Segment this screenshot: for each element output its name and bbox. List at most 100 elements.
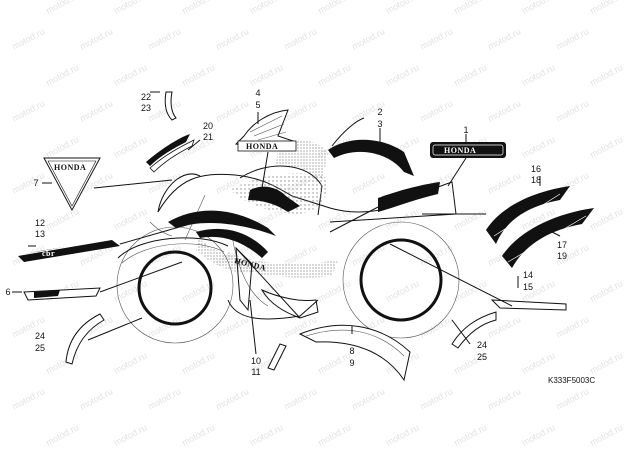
watermark-text: motod.ru bbox=[10, 26, 46, 52]
callout-20[interactable]: 20 bbox=[203, 121, 213, 131]
watermark-text: motod.ru bbox=[146, 314, 182, 340]
watermark-text: motod.ru bbox=[44, 206, 80, 232]
watermark-text: motod.ru bbox=[316, 422, 352, 448]
callout-22[interactable]: 22 bbox=[141, 92, 151, 102]
callout-8[interactable]: 8 bbox=[349, 346, 354, 356]
callout-4[interactable]: 4 bbox=[255, 88, 260, 98]
callout-12[interactable]: 12 bbox=[35, 218, 45, 228]
decal-20-21[interactable] bbox=[146, 134, 190, 166]
watermark-text: motod.ru bbox=[486, 98, 522, 124]
watermark-text: motod.ru bbox=[452, 0, 488, 16]
watermark-text: motod.ru bbox=[248, 62, 284, 88]
watermark-text: motod.ru bbox=[112, 134, 148, 160]
watermark-text: motod.ru bbox=[180, 350, 216, 376]
decal-10-11-strip[interactable] bbox=[267, 343, 287, 371]
callout-11[interactable]: 11 bbox=[251, 367, 260, 377]
motorcycle-outline: HONDA bbox=[116, 140, 460, 344]
watermark-text: motod.ru bbox=[248, 422, 284, 448]
watermark-text: motod.ru bbox=[316, 62, 352, 88]
watermark-text: motod.ru bbox=[214, 98, 250, 124]
watermark-text: motod.ru bbox=[520, 0, 556, 16]
decal-14-15-flat-strip[interactable] bbox=[490, 299, 567, 311]
watermark-text: motod.ru bbox=[520, 350, 556, 376]
watermark-text: motod.ru bbox=[316, 0, 352, 16]
watermark-text: motod.ru bbox=[588, 134, 624, 160]
callout-14[interactable]: 14 bbox=[523, 270, 533, 280]
watermark-text: motod.ru bbox=[316, 278, 352, 304]
watermark-text: motod.ru bbox=[588, 0, 624, 16]
watermark-text: motod.ru bbox=[384, 62, 420, 88]
decal-12-13-cbr-stripe[interactable]: cbr bbox=[18, 240, 120, 262]
callout-5[interactable]: 5 bbox=[255, 100, 260, 110]
watermark-text: motod.ru bbox=[418, 98, 454, 124]
callout-25-right[interactable]: 25 bbox=[477, 352, 487, 362]
watermark-text: motod.ru bbox=[214, 314, 250, 340]
decal-24-25-right-wheel-stripe[interactable] bbox=[451, 311, 497, 349]
leader-lines bbox=[12, 91, 561, 355]
watermark-text: motod.ru bbox=[350, 170, 386, 196]
callout-16[interactable]: 16 bbox=[531, 164, 541, 174]
callout-13[interactable]: 13 bbox=[35, 229, 45, 239]
callout-2[interactable]: 2 bbox=[377, 107, 382, 117]
watermark-layer: motod.ru motod.ru motod.ru motod.ru motod.ru… bbox=[10, 0, 624, 448]
watermark-text: motod.ru bbox=[112, 206, 148, 232]
decal-2-3-arc-strip[interactable] bbox=[328, 139, 414, 176]
watermark-text: motod.ru bbox=[214, 26, 250, 52]
watermark-text: motod.ru bbox=[486, 26, 522, 52]
watermark-text: motod.ru bbox=[588, 422, 624, 448]
watermark-text: motod.ru bbox=[146, 26, 182, 52]
callout-19[interactable]: 19 bbox=[557, 251, 567, 261]
watermark-text: motod.ru bbox=[350, 26, 386, 52]
callout-numbers: 1 2 3 4 5 6 7 8 9 10 11 12 13 14 15 16 1… bbox=[5, 88, 567, 377]
callout-3[interactable]: 3 bbox=[377, 119, 382, 129]
watermark-text: motod.ru bbox=[282, 26, 318, 52]
watermark-text: motod.ru bbox=[248, 278, 284, 304]
watermark-text: motod.ru bbox=[78, 386, 114, 412]
decal-24-25-left-wheel-stripe[interactable] bbox=[65, 313, 105, 365]
watermark-text: motod.ru bbox=[214, 386, 250, 412]
watermark-text: motod.ru bbox=[112, 350, 148, 376]
watermark-text: motod.ru bbox=[588, 62, 624, 88]
watermark-text: motod.ru bbox=[112, 422, 148, 448]
decal-4-5-wing-emblem[interactable]: HONDA bbox=[234, 109, 297, 152]
callout-24-right[interactable]: 24 bbox=[477, 340, 487, 350]
callout-17[interactable]: 17 bbox=[557, 240, 567, 250]
watermark-text: motod.ru bbox=[588, 350, 624, 376]
watermark-text: motod.ru bbox=[554, 98, 590, 124]
callout-25-left[interactable]: 25 bbox=[35, 343, 45, 353]
watermark-text: motod.ru bbox=[384, 278, 420, 304]
callout-7[interactable]: 7 bbox=[33, 178, 38, 188]
callout-21[interactable]: 21 bbox=[203, 132, 213, 142]
decal-8-9-curved-strip[interactable] bbox=[298, 324, 411, 382]
callout-1[interactable]: 1 bbox=[463, 125, 468, 135]
decal-22-23[interactable] bbox=[164, 91, 177, 121]
watermark-text: motod.ru bbox=[520, 62, 556, 88]
watermark-text: motod.ru bbox=[248, 0, 284, 16]
watermark-text: motod.ru bbox=[146, 98, 182, 124]
watermark-text: motod.ru bbox=[44, 0, 80, 16]
callout-18[interactable]: 18 bbox=[531, 175, 541, 185]
watermark-text: motod.ru bbox=[10, 170, 46, 196]
callout-15[interactable]: 15 bbox=[523, 282, 533, 292]
callout-6[interactable]: 6 bbox=[5, 287, 10, 297]
watermark-text: motod.ru bbox=[44, 134, 80, 160]
decal-1-honda-plate[interactable]: HONDA bbox=[430, 142, 506, 158]
watermark-text: motod.ru bbox=[486, 170, 522, 196]
watermark-text: motod.ru bbox=[452, 206, 488, 232]
callout-9[interactable]: 9 bbox=[349, 358, 354, 368]
decal-16-18-tail-stripe[interactable] bbox=[486, 186, 570, 244]
watermark-text: motod.ru bbox=[112, 62, 148, 88]
decal-17-19-tail-stripe[interactable] bbox=[502, 208, 594, 268]
wing-emblem-text: HONDA bbox=[246, 142, 278, 151]
watermark-text: motod.ru bbox=[10, 98, 46, 124]
watermark-text: motod.ru bbox=[418, 26, 454, 52]
watermark-text: motod.ru bbox=[44, 62, 80, 88]
watermark-text: motod.ru bbox=[316, 206, 352, 232]
callout-24-left[interactable]: 24 bbox=[35, 331, 45, 341]
decal-7-triangle-emblem[interactable]: HONDA bbox=[43, 157, 101, 212]
watermark-text: motod.ru bbox=[44, 422, 80, 448]
callout-10[interactable]: 10 bbox=[251, 356, 261, 366]
watermark-text: motod.ru bbox=[112, 0, 148, 16]
callout-23[interactable]: 23 bbox=[141, 103, 151, 113]
